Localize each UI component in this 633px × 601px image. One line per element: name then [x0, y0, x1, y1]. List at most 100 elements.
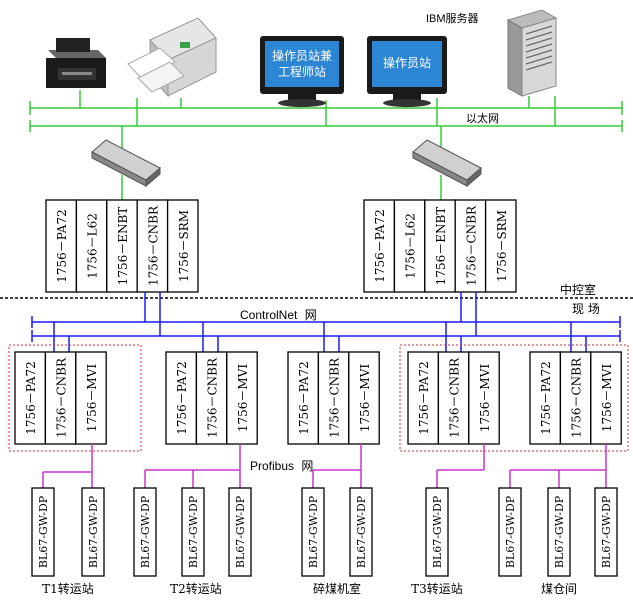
rack-upper-left-module-label: 1756－ENBT [116, 207, 130, 286]
ethernet-bus [29, 90, 623, 200]
field-rack-5-slot [590, 351, 622, 445]
rack-upper-left-slot [166, 199, 199, 293]
controller-rack-right: 1756－PA72 1756－L62 1756－ENBT 1756－CNBR 1756－… [363, 199, 517, 293]
field-racks: 1756－PA72 1756－CNBR 1756－MVI 1756－PA72 1756－… [14, 351, 622, 445]
gateway-module [301, 487, 325, 577]
field-label: 现 场 [572, 302, 600, 316]
controlnet-bus [31, 292, 621, 352]
gateway-module [349, 487, 373, 577]
field-rack-1-module-label: 1756－PA72 [24, 361, 38, 434]
station-labels: T1转运站 T2转运站 碎煤机室 T3转运站 煤仓间 [42, 581, 577, 596]
gateway-label: BL67-GW-DP [504, 495, 517, 568]
rack-upper-right-module-label: 1756－L62 [404, 213, 418, 279]
rack-upper-left-slot [136, 199, 169, 293]
rack-upper-left-slot [75, 199, 108, 293]
field-rack-4-frame: 1756－PA72 1756－CNBR 1756－MVI [407, 351, 500, 445]
rack-upper-left-slot [45, 199, 78, 293]
field-rack-1-slot [14, 351, 47, 445]
field-rack-5-slot [529, 351, 562, 445]
station-label-t1: T1转运站 [42, 581, 94, 596]
printer-icon [46, 38, 106, 88]
gateway-label: BL67-GW-DP [307, 495, 320, 568]
field-rack-2-slot [226, 351, 258, 445]
field-rack-1-module-label: 1756－MVI [85, 364, 99, 432]
ethernet-label: 以太网 [466, 112, 499, 125]
field-rack-3-module-label: 1756－CNBR [328, 357, 342, 438]
field-rack-3-module-label: 1756－PA72 [297, 361, 311, 434]
gateway-label: BL67-GW-DP [139, 495, 152, 568]
laser-printer-icon [127, 17, 217, 98]
field-rack-2-module-label: 1756－MVI [236, 364, 250, 432]
ethernet-switch-left-icon [91, 139, 161, 188]
field-rack-3-slot [348, 351, 380, 445]
gateway-label: BL67-GW-DP [553, 495, 566, 568]
controlnet-suffix: 网 [305, 308, 317, 322]
field-rack-2-module-label: 1756－PA72 [175, 361, 189, 434]
operator-station-label: 操作员站 [383, 55, 431, 70]
engineer-station-label-2: 工程师站 [278, 64, 326, 79]
field-rack-5-module-label: 1756－MVI [600, 364, 614, 432]
gateway-label: BL67-GW-DP [431, 495, 444, 568]
ethernet-switch-right-icon [412, 139, 482, 188]
field-rack-2-slot [165, 351, 198, 445]
gateway-module [31, 487, 55, 577]
station-label-crusher: 碎煤机室 [313, 581, 361, 596]
rack-upper-left-module-label: 1756－CNBR [146, 205, 160, 286]
field-rack-5-module-label: 1756－CNBR [570, 357, 584, 438]
station-label-coal-bunker: 煤仓间 [541, 582, 577, 596]
gateway-label: BL67-GW-DP [87, 495, 100, 568]
t1-group-border [8, 344, 142, 452]
field-rack-3-slot [317, 351, 350, 445]
rack-upper-right-slot [484, 199, 517, 293]
gateway-module [181, 487, 205, 577]
rack-upper-right-module-label: 1756－ENBT [434, 207, 448, 286]
rack-upper-right-slot [393, 199, 426, 293]
server-icon [506, 9, 558, 97]
rack-upper-right-slot [363, 199, 396, 293]
field-rack-4-slot [437, 351, 470, 445]
field-rack-3-frame: 1756－PA72 1756－CNBR 1756－MVI [287, 351, 380, 445]
rack-upper-left-module-label: 1756－PA72 [55, 209, 69, 282]
field-rack-3-module-label: 1756－MVI [358, 364, 372, 432]
gateway-label: BL67-GW-DP [234, 495, 247, 568]
field-rack-1-slot [75, 351, 107, 445]
operator-station-monitor-icon [367, 36, 447, 107]
field-rack-2-frame: 1756－PA72 1756－CNBR 1756－MVI [165, 351, 258, 445]
t3-coal-group-border [399, 344, 629, 452]
gateways: BL67-GW-DP BL67-GW-DP BL67-GW-DP BL67-GW-DP… [31, 487, 618, 577]
field-rack-4-module-label: 1756－CNBR [448, 357, 462, 438]
control-room-label: 中控室 [560, 282, 596, 297]
rack-upper-left-module-label: 1756－SRM [177, 210, 191, 282]
field-rack-4-module-label: 1756－PA72 [417, 361, 431, 434]
gateway-module [133, 487, 157, 577]
gateway-module [547, 487, 571, 577]
rack-upper-left-slot [106, 199, 138, 293]
rack-upper-right-slot [454, 199, 487, 293]
field-rack-4-slot [407, 351, 440, 445]
ibm-server-label: IBM服务器 [426, 12, 479, 25]
gateway-label: BL67-GW-DP [37, 495, 50, 568]
gateway-label: BL67-GW-DP [187, 495, 200, 568]
station-label-t2: T2转运站 [170, 581, 222, 596]
rack-upper-right-module-label: 1756－PA72 [373, 209, 387, 282]
engineer-station-label-1: 操作员站兼 [272, 48, 332, 63]
gateway-module [594, 487, 618, 577]
controlnet-label: ControlNet 网 [240, 308, 317, 322]
profibus-suffix: 网 [301, 459, 313, 473]
rack-upper-right-module-label: 1756－CNBR [464, 205, 478, 286]
field-rack-4-module-label: 1756－MVI [478, 364, 492, 432]
profibus-label: Profibus 网 [250, 459, 313, 473]
rack-upper-right-frame: 1756－PA72 1756－L62 1756－ENBT 1756－CNBR 1756－… [363, 199, 517, 293]
gateway-module [425, 487, 449, 577]
gateway-module [81, 487, 105, 577]
rack-upper-right-module-label: 1756－SRM [495, 210, 509, 282]
field-rack-2-module-label: 1756－CNBR [206, 357, 220, 438]
gateway-label: BL67-GW-DP [600, 495, 613, 568]
gateway-label: BL67-GW-DP [355, 495, 368, 568]
gateway-module [498, 487, 522, 577]
